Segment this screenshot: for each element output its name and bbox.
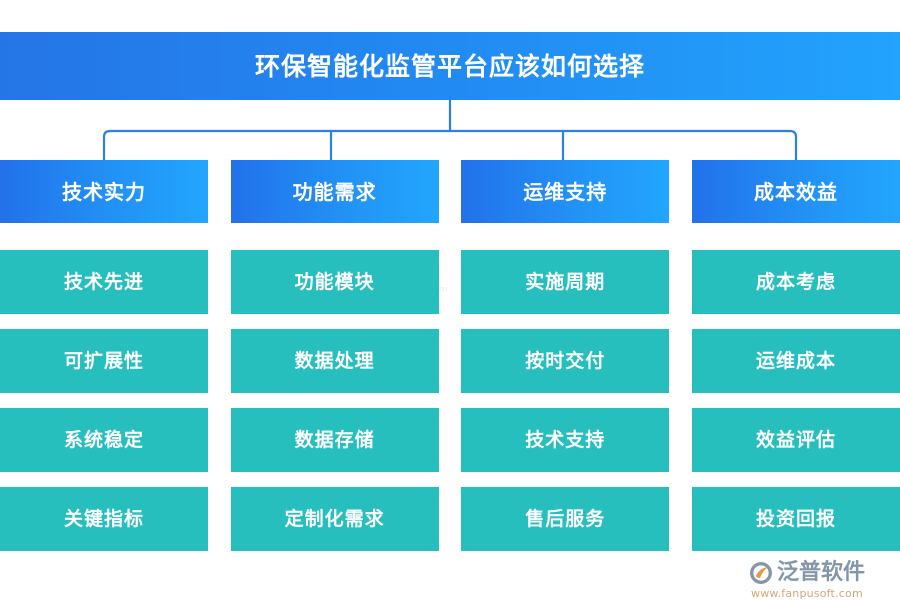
item-box[interactable]: 技术支持	[461, 408, 670, 472]
item-label: 系统稳定	[63, 428, 144, 451]
category-header-3[interactable]: 运维支持	[461, 160, 670, 223]
column-functional-requirements: 功能需求 功能模块 数据处理 数据存储 定制化需求	[230, 160, 439, 580]
item-label: 按时交付	[525, 349, 606, 372]
connector-bus	[102, 129, 798, 162]
item-box[interactable]: 可扩展性	[0, 329, 208, 393]
item-box[interactable]: 关键指标	[0, 487, 208, 551]
item-box[interactable]: 效益评估	[691, 408, 900, 472]
brand-logo: 泛普软件 www.fanpusoft.com	[748, 560, 865, 599]
page-title: 环保智能化监管平台应该如何选择	[254, 51, 645, 81]
brand-logo-row: 泛普软件	[748, 560, 865, 586]
brand-logo-url: www.fanpusoft.com	[751, 587, 863, 600]
item-box[interactable]: 投资回报	[691, 487, 900, 551]
item-box[interactable]: 运维成本	[691, 329, 900, 393]
item-label: 技术支持	[525, 428, 606, 451]
item-label: 定制化需求	[284, 507, 385, 530]
column-operations-support: 运维支持 实施周期 按时交付 技术支持 售后服务	[461, 160, 670, 580]
category-header-label-3: 运维支持	[523, 179, 608, 204]
item-label: 成本考虑	[755, 270, 836, 293]
item-box[interactable]: 功能模块	[230, 250, 439, 314]
item-box[interactable]: 按时交付	[461, 329, 670, 393]
category-header-4[interactable]: 成本效益	[691, 160, 900, 223]
category-header-label-4: 成本效益	[753, 179, 838, 204]
brand-logo-name: 泛普软件	[777, 560, 866, 585]
item-box[interactable]: 技术先进	[0, 250, 208, 314]
item-box[interactable]: 定制化需求	[230, 487, 439, 551]
item-label: 关键指标	[63, 507, 144, 530]
item-label: 数据存储	[294, 428, 375, 451]
item-label: 效益评估	[755, 428, 836, 451]
columns-container: 技术实力 技术先进 可扩展性 系统稳定 关键指标 功能需求 功能模块	[0, 160, 900, 580]
item-box[interactable]: 系统稳定	[0, 408, 208, 472]
category-header-label-2: 功能需求	[292, 179, 377, 204]
item-box[interactable]: 数据存储	[230, 408, 439, 472]
item-label: 功能模块	[294, 270, 375, 293]
connector-lines	[102, 96, 798, 162]
fanpu-logo-icon	[750, 562, 772, 584]
category-header-1[interactable]: 技术实力	[0, 160, 208, 223]
item-box[interactable]: 成本考虑	[691, 250, 900, 314]
category-header-2[interactable]: 功能需求	[230, 160, 439, 223]
item-label: 技术先进	[63, 270, 144, 293]
item-box[interactable]: 售后服务	[461, 487, 670, 551]
item-label: 投资回报	[755, 507, 836, 530]
item-label: 可扩展性	[63, 349, 144, 372]
column-technical-strength: 技术实力 技术先进 可扩展性 系统稳定 关键指标	[0, 160, 208, 580]
item-box[interactable]: 实施周期	[461, 250, 670, 314]
item-box[interactable]: 数据处理	[230, 329, 439, 393]
column-cost-benefit: 成本效益 成本考虑 运维成本 效益评估 投资回报	[691, 160, 900, 580]
title-banner: 环保智能化监管平台应该如何选择	[0, 32, 900, 100]
item-label: 实施周期	[525, 270, 606, 293]
category-header-label-1: 技术实力	[62, 179, 146, 204]
item-label: 售后服务	[525, 507, 606, 530]
item-label: 数据处理	[294, 349, 375, 372]
item-label: 运维成本	[755, 349, 836, 372]
